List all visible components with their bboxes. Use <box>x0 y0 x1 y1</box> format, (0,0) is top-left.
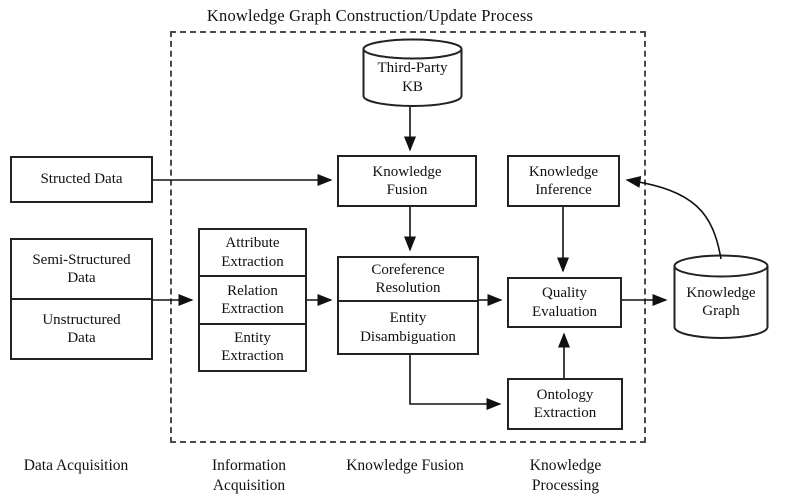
knowledge-inference-box: Knowledge Inference <box>507 155 620 207</box>
unstructured-data-cell: Unstructured Data <box>12 298 151 358</box>
extraction-stack-box: Attribute Extraction Relation Extraction… <box>198 228 307 372</box>
attribute-extraction-cell: Attribute Extraction <box>221 235 284 270</box>
knowledge-graph-cylinder: Knowledge Graph <box>673 254 769 340</box>
entity-extraction-cell: Entity Extraction <box>200 322 305 370</box>
third-party-kb-label: Third-Party KB <box>377 60 448 95</box>
third-party-kb-cylinder: Third-Party KB <box>362 38 463 107</box>
knowledge-graph-label: Knowledge Graph <box>686 284 756 319</box>
structed-data-box: Structed Data <box>10 156 153 203</box>
entity-disambiguation-cell: Entity Disambiguation <box>339 300 477 353</box>
diagram-title: Knowledge Graph Construction/Update Proc… <box>206 6 534 25</box>
coreference-resolution-cell: Coreference Resolution <box>371 261 445 296</box>
relation-extraction-cell: Relation Extraction <box>200 275 305 322</box>
stage-label-knowledge-processing: Knowledge Processing <box>529 457 602 494</box>
stage-label-knowledge-fusion: Knowledge Fusion <box>346 457 464 474</box>
knowledge-fusion-box: Knowledge Fusion <box>337 155 477 207</box>
quality-evaluation-box: Quality Evaluation <box>507 277 622 328</box>
cylinder-shape <box>362 38 463 107</box>
stage-label-information-acquisition: Information Acquisition <box>211 457 287 494</box>
stage-label-data-acquisition: Data Acquisition <box>23 457 129 474</box>
ontology-extraction-box: Ontology Extraction <box>507 378 623 430</box>
semi-structured-data-cell: Semi-Structured Data <box>32 251 131 286</box>
coreference-disambiguation-box: Coreference Resolution Entity Disambigua… <box>337 256 479 355</box>
cylinder-shape <box>673 254 769 339</box>
semi-unstructured-data-box: Semi-Structured Data Unstructured Data <box>10 238 153 360</box>
